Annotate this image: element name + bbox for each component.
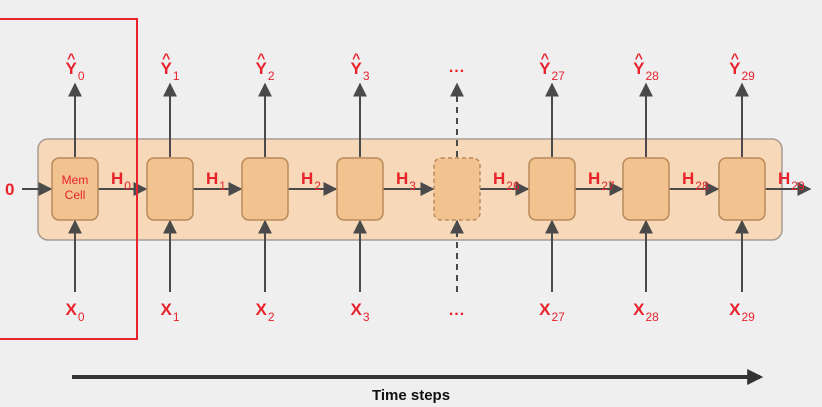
input-label-0: X0 [65,300,85,324]
memory-cell-7 [718,157,766,221]
mem-cell-text-line: Mem [61,173,89,187]
mem-cell-text-line: Cell [64,188,86,202]
input-label-2: X2 [255,300,275,324]
memory-cell-0 [51,157,99,221]
ellipsis-cell [433,157,481,221]
output-label-5: Y^27 [539,50,565,83]
time-steps-label: Time steps [371,387,451,404]
output-label-7: Y^29 [729,50,755,83]
memory-cell-1 [146,157,194,221]
input-label-6: X28 [633,300,659,324]
initial-state-label: 0 [5,180,15,199]
hidden-state-label-4: H26 [493,169,520,193]
output-ellipsis: ... [448,59,466,76]
output-label-2: Y^2 [255,50,275,83]
hidden-state-label-5: H27 [588,169,615,193]
output-label-6: Y^28 [633,50,659,83]
hidden-state-label-2: H2 [301,169,321,193]
hidden-state-label-3: H3 [396,169,416,193]
output-label-0: Y^0 [65,50,85,83]
hidden-state-label-6: H28 [682,169,709,193]
input-label-7: X29 [729,300,755,324]
memory-cell-6 [622,157,670,221]
memory-cell-5 [528,157,576,221]
hidden-state-label-7: H29 [778,169,805,193]
input-label-1: X1 [160,300,180,324]
highlight-frame [0,18,138,340]
output-label-1: Y^1 [160,50,180,83]
hidden-state-label-0: H0 [111,169,131,193]
memory-cell-2 [241,157,289,221]
output-label-3: Y^3 [350,50,370,83]
input-ellipsis: ... [448,302,466,319]
input-label-5: X27 [539,300,565,324]
input-label-3: X3 [350,300,370,324]
hidden-state-label-1: H1 [206,169,226,193]
memory-cell-3 [336,157,384,221]
